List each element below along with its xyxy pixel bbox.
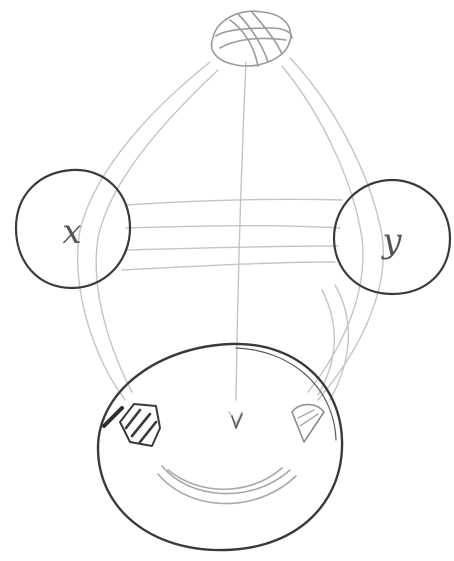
smiley-face-node: [98, 344, 342, 550]
node-y-label: y: [380, 221, 402, 261]
link-line-4: [122, 262, 335, 270]
node-y: y: [334, 180, 450, 294]
left-eye: [104, 404, 160, 446]
smile: [158, 466, 296, 504]
link-line-3: [125, 246, 338, 250]
top-scribble-node: [212, 11, 292, 66]
right-inner-arc: [282, 66, 363, 392]
faint-sketch-lines: [78, 58, 384, 424]
link-line-2: [126, 226, 340, 228]
center-vertical-line: [236, 62, 246, 400]
right-eye: [292, 405, 324, 443]
node-x-label: x: [62, 212, 81, 252]
node-x: x: [16, 170, 130, 288]
left-inner-arc: [96, 70, 218, 392]
link-line-1: [125, 199, 342, 205]
